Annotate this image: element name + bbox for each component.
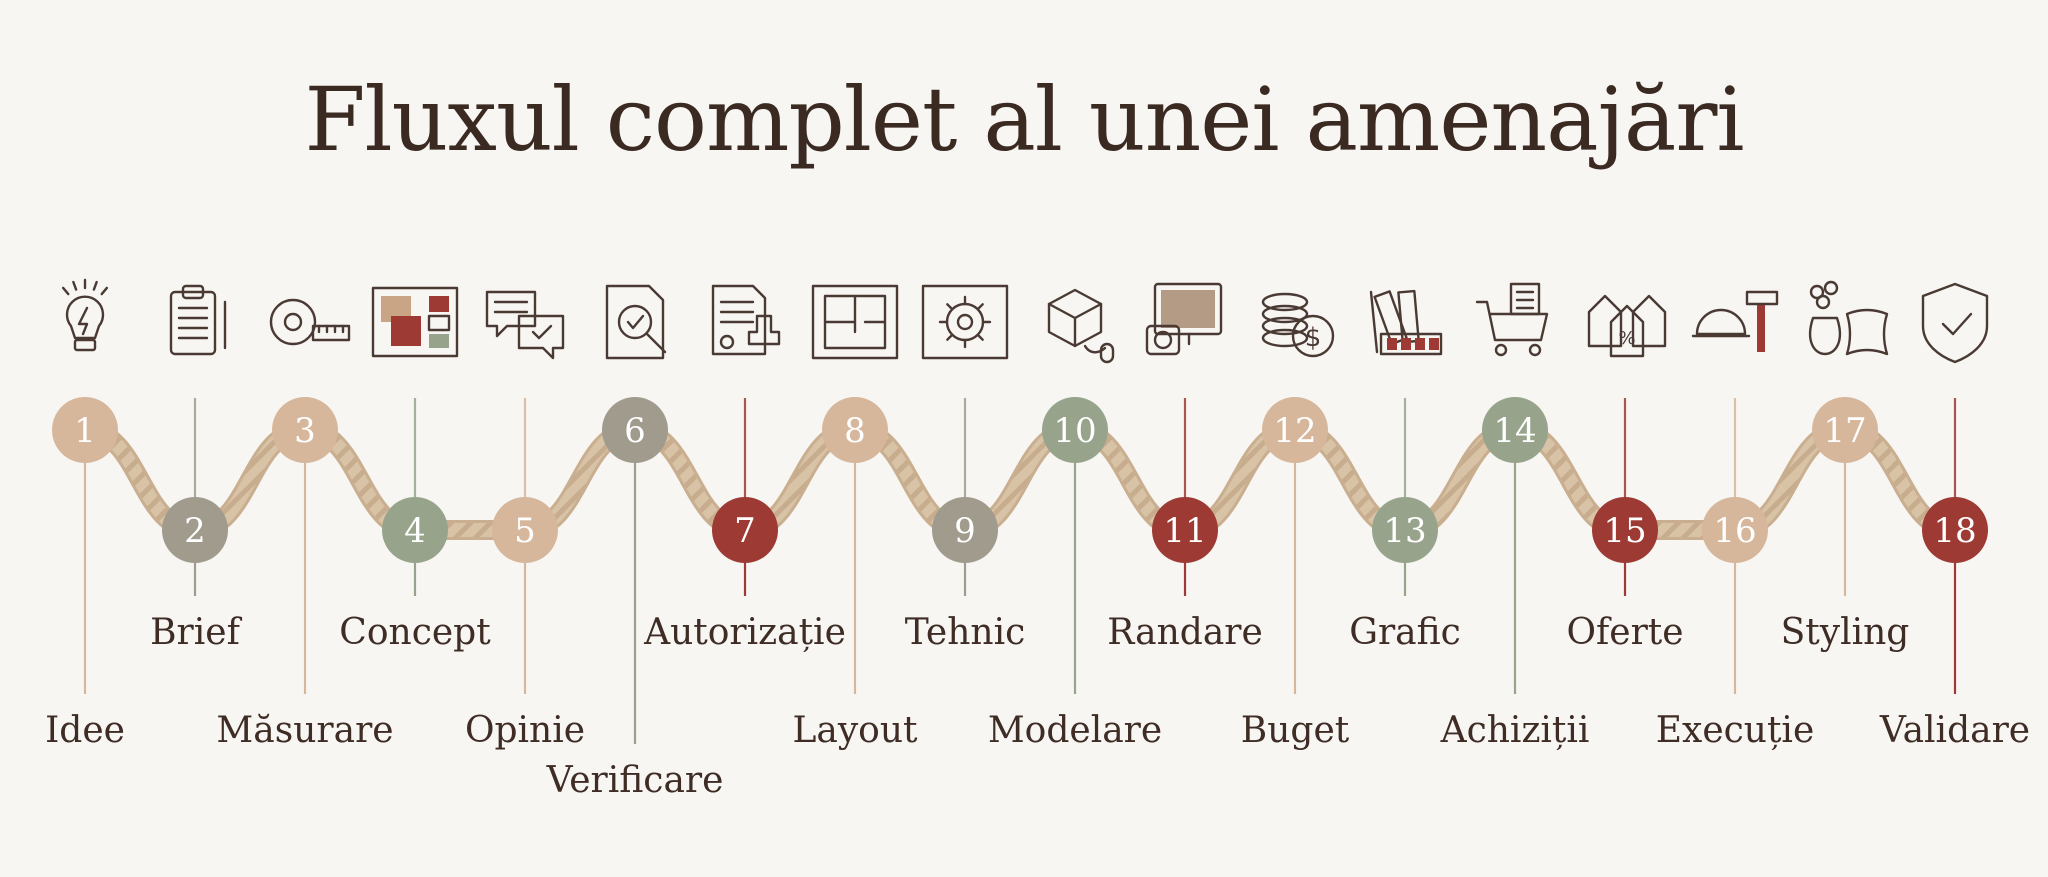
shopping-cart-icon	[1475, 282, 1549, 357]
swatches-icon	[1369, 289, 1443, 356]
tape-measure-icon	[269, 298, 351, 346]
step-node-12: 12	[1262, 397, 1328, 463]
step-node-3: 3	[272, 397, 338, 463]
shield-check-icon	[1921, 282, 1989, 364]
moodboard-icon	[371, 286, 459, 358]
step-number: 8	[844, 411, 866, 451]
step-label-2: Brief	[150, 612, 242, 653]
rope-path	[75, 419, 1965, 541]
step-number: 16	[1713, 511, 1756, 551]
document-search-icon	[605, 284, 667, 360]
step-label-12: Buget	[1241, 710, 1350, 751]
step-number: 4	[404, 511, 426, 551]
step-node-11: 11	[1152, 497, 1218, 563]
step-number: 3	[294, 411, 316, 451]
step-label-16: Execuție	[1656, 710, 1815, 751]
step-label-6: Verificare	[546, 760, 724, 801]
step-node-6: 6	[602, 397, 668, 463]
price-tags-icon: %	[1587, 294, 1667, 358]
step-label-7: Autorizație	[643, 612, 846, 653]
step-number: 11	[1163, 511, 1206, 551]
step-number: 7	[734, 511, 756, 551]
step-node-17: 17	[1812, 397, 1878, 463]
step-number: 12	[1273, 411, 1316, 451]
step-icons: $%	[61, 278, 1989, 364]
step-node-10: 10	[1042, 397, 1108, 463]
chat-bubbles-icon	[485, 290, 565, 360]
hardhat-hammer-icon	[1691, 290, 1779, 352]
document-stamp-icon	[711, 284, 781, 356]
step-label-9: Tehnic	[905, 612, 1026, 653]
step-label-10: Modelare	[988, 710, 1162, 751]
step-node-13: 13	[1372, 497, 1438, 563]
step-number: 9	[954, 511, 976, 551]
step-number: 13	[1383, 511, 1426, 551]
step-label-8: Layout	[792, 710, 918, 751]
connector-lines	[83, 397, 1957, 744]
page-title: Fluxul complet al unei amenajări	[304, 68, 1744, 171]
step-node-7: 7	[712, 497, 778, 563]
step-node-9: 9	[932, 497, 998, 563]
clipboard-icon	[169, 284, 227, 356]
step-label-11: Randare	[1107, 612, 1263, 653]
step-label-1: Idee	[45, 710, 125, 751]
step-node-8: 8	[822, 397, 888, 463]
step-label-18: Validare	[1879, 710, 2030, 751]
render-monitor-icon	[1145, 282, 1223, 356]
step-node-16: 16	[1702, 497, 1768, 563]
gear-blueprint-icon	[921, 284, 1009, 360]
step-label-14: Achiziții	[1440, 710, 1590, 751]
step-node-18: 18	[1922, 497, 1988, 563]
step-node-1: 1	[52, 397, 118, 463]
step-node-14: 14	[1482, 397, 1548, 463]
step-label-15: Oferte	[1566, 612, 1683, 653]
lightbulb-icon	[61, 278, 109, 352]
rope-twist	[78, 422, 1962, 538]
coins-icon: $	[1261, 292, 1335, 358]
step-node-15: 15	[1592, 497, 1658, 563]
step-label-5: Opinie	[465, 710, 585, 751]
step-node-2: 2	[162, 497, 228, 563]
step-number: 10	[1053, 411, 1096, 451]
3d-model-icon	[1047, 288, 1115, 364]
step-number: 17	[1823, 411, 1866, 451]
step-node-4: 4	[382, 497, 448, 563]
step-label-4: Concept	[339, 612, 491, 653]
step-number: 15	[1603, 511, 1646, 551]
step-label-17: Styling	[1781, 612, 1910, 653]
step-number: 2	[184, 511, 206, 551]
step-label-3: Măsurare	[216, 710, 393, 751]
svg-text:%: %	[1618, 328, 1635, 349]
step-number: 18	[1933, 511, 1976, 551]
step-node-5: 5	[492, 497, 558, 563]
vase-pillow-icon	[1808, 280, 1889, 356]
floor-plan-icon	[811, 284, 899, 360]
step-label-13: Grafic	[1349, 612, 1461, 653]
step-number: 14	[1493, 411, 1536, 451]
step-number: 5	[514, 511, 536, 551]
svg-text:$: $	[1305, 323, 1322, 353]
step-number: 6	[624, 411, 646, 451]
step-number: 1	[74, 411, 96, 451]
